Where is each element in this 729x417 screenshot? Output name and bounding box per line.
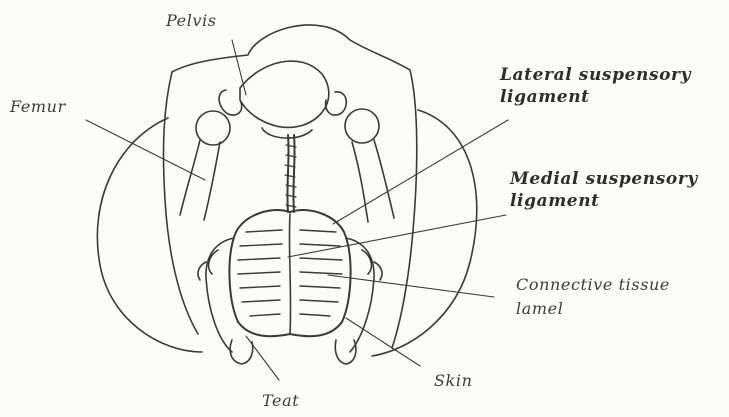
left-hip-joint [196,111,230,145]
left-femur [180,140,220,220]
right-hip-joint [345,109,379,143]
label-femur: Femur [10,96,66,118]
leader-pelvis [232,40,246,95]
right-femur [352,140,394,222]
pelvis-bone [219,61,346,138]
label-connective-line2: lamel [516,298,563,320]
label-lateral-line2: ligament [500,86,590,108]
right-side-fold [362,250,382,280]
left-side-fold [198,250,218,280]
label-lateral-line1: Lateral suspensory [500,64,691,86]
left-thigh-outline [97,118,202,352]
leader-femur [86,120,205,180]
left-teat [230,340,253,364]
label-skin: Skin [434,370,472,392]
right-thigh-outline [372,110,477,356]
label-medial-line1: Medial suspensory [510,168,698,190]
label-connective-line1: Connective tissue [516,274,670,296]
leader-connective [328,275,494,297]
label-medial-line2: ligament [510,190,600,212]
label-teat: Teat [262,390,299,412]
label-pelvis: Pelvis [166,10,217,32]
right-teat [335,340,356,364]
udder-midline [289,214,290,334]
